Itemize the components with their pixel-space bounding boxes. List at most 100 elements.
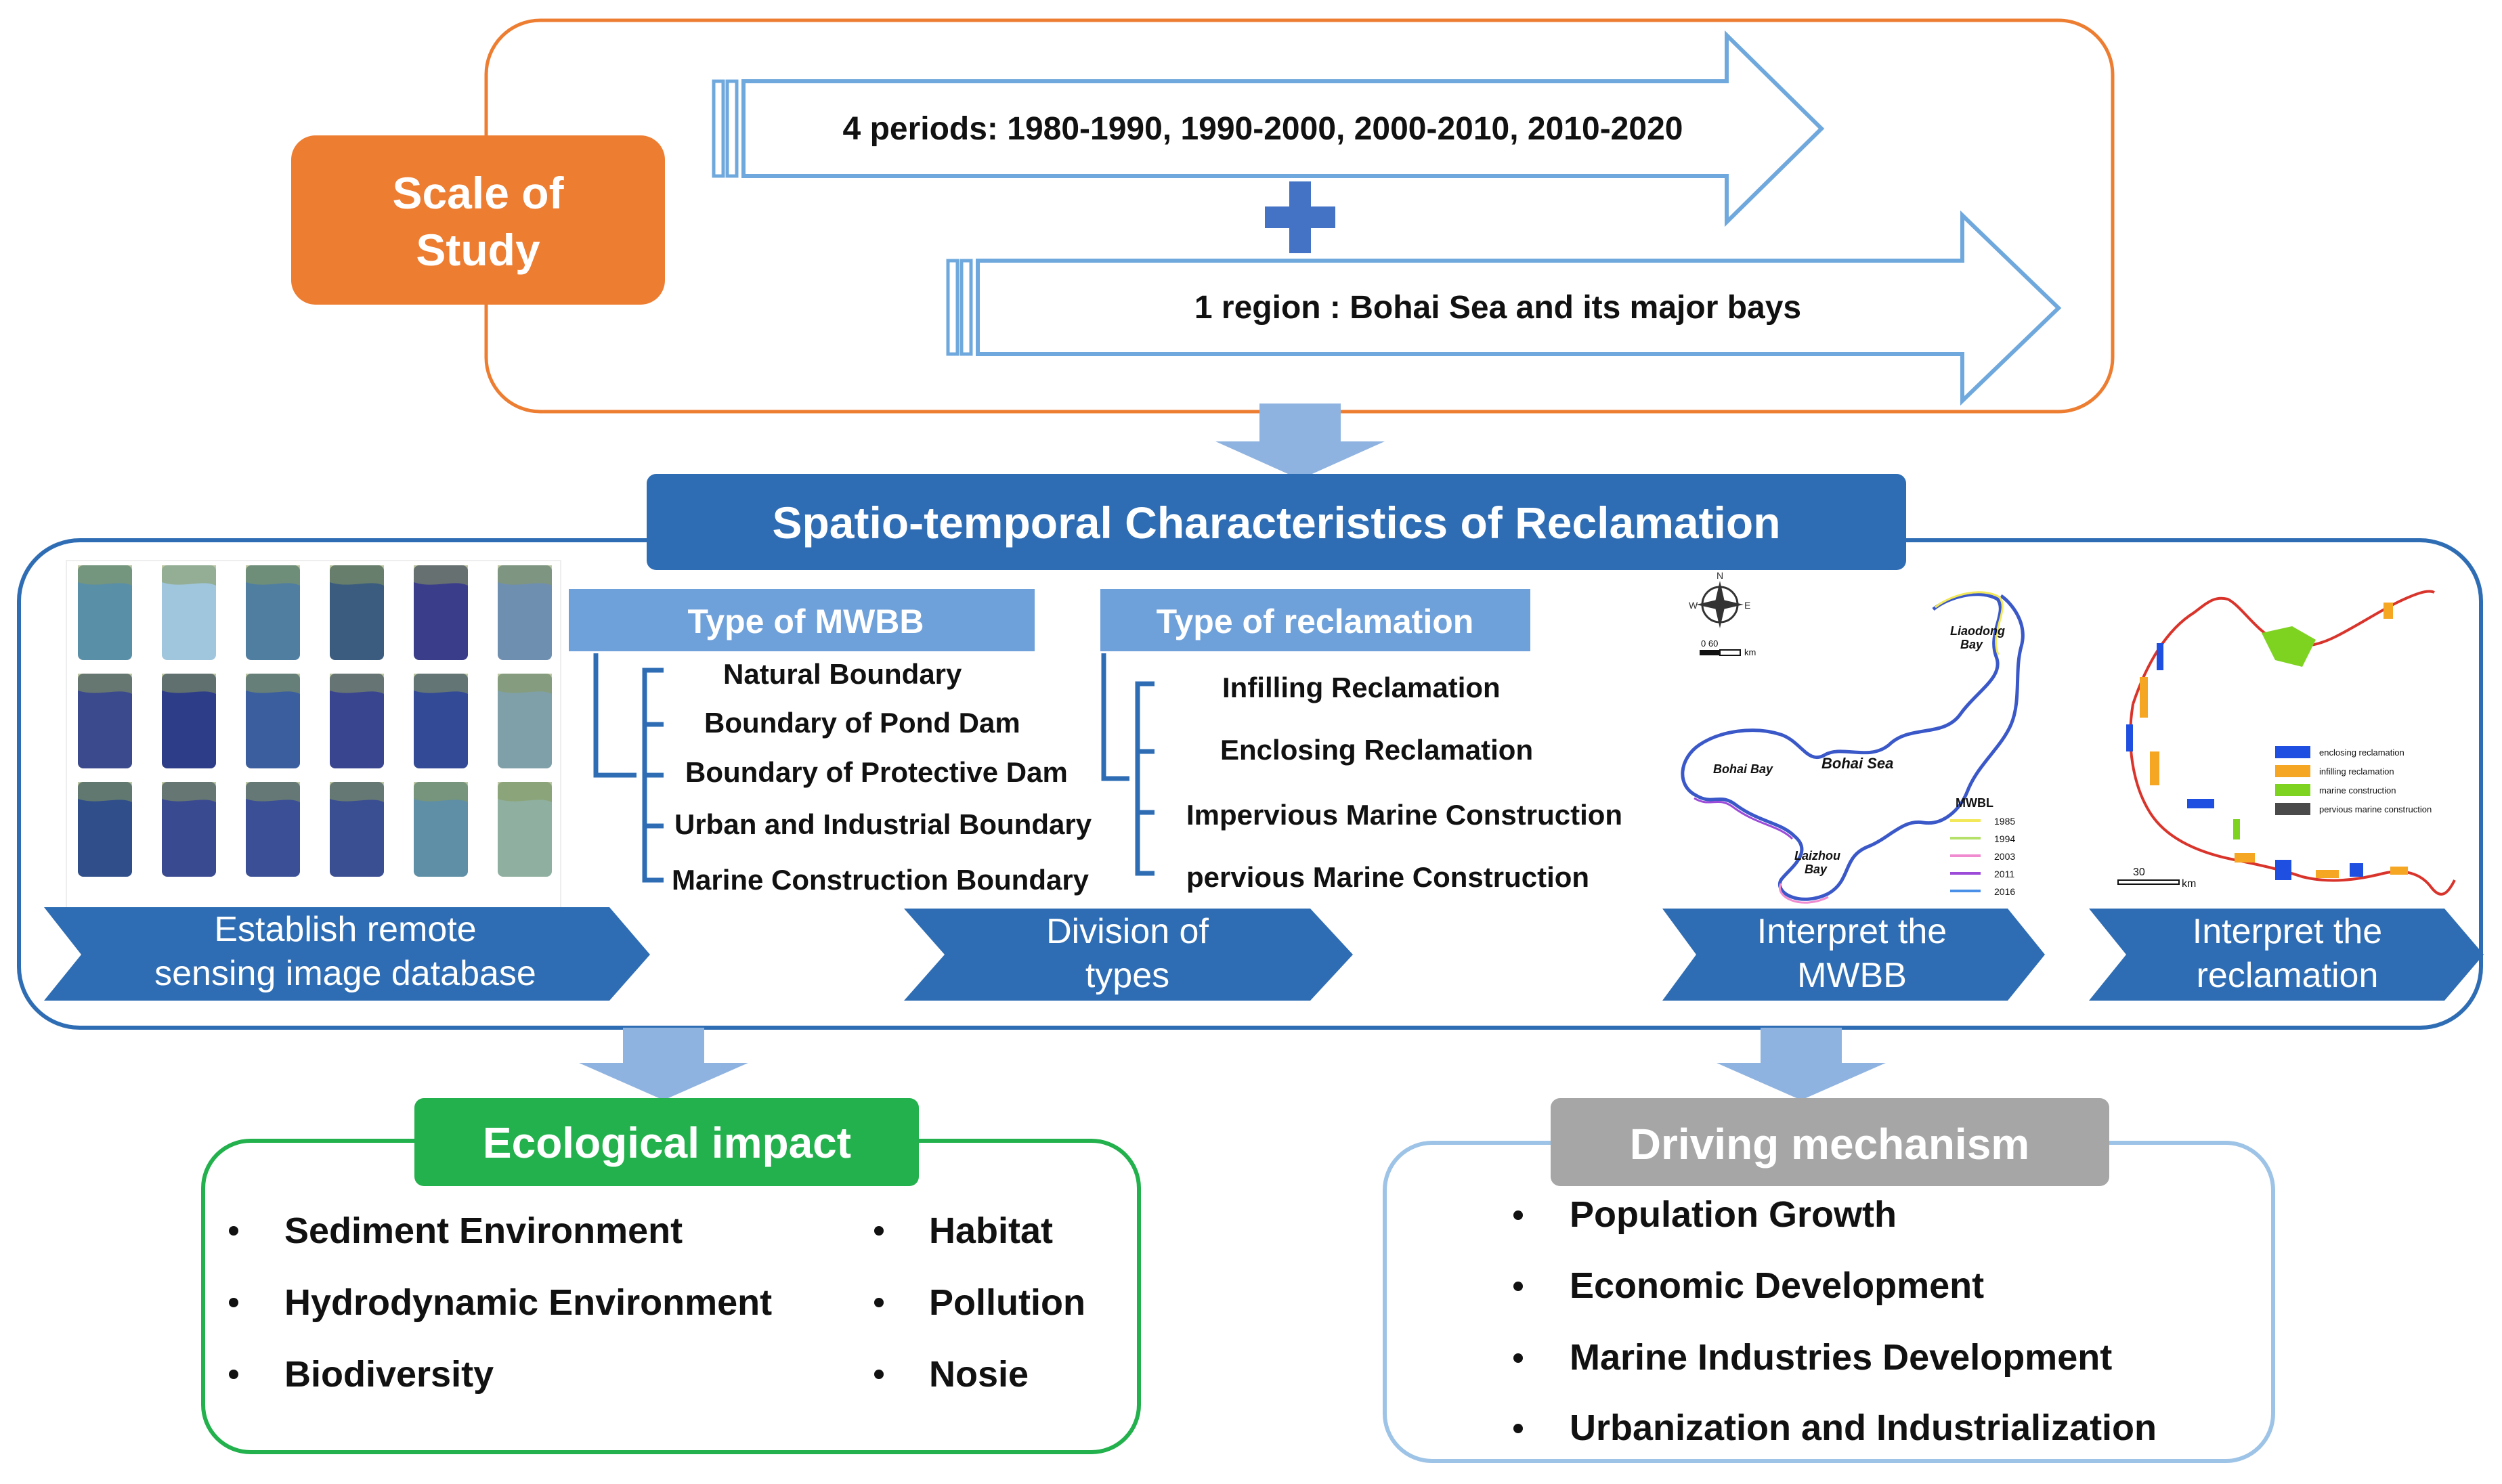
- satellite-thumbnail: [78, 674, 132, 768]
- thumbnail-land: [498, 674, 552, 694]
- mwbb-item-1: Natural Boundary: [723, 658, 962, 690]
- plus-icon: [1265, 181, 1335, 253]
- satellite-thumbnail: [330, 782, 384, 877]
- mwbb-item-4: Urban and Industrial Boundary: [674, 808, 1092, 840]
- step-chevron-2: [904, 909, 1353, 1001]
- mwbb-bracket: [593, 653, 664, 883]
- eco-bullet-6: [874, 1370, 884, 1379]
- satellite-thumbnail: [330, 674, 384, 768]
- step-3-line2: MWBB: [1797, 956, 1907, 995]
- thumbnail-land: [498, 782, 552, 802]
- reclamation-legend-label: enclosing reclamation: [2319, 747, 2404, 758]
- drive-bullet-1: [1513, 1210, 1523, 1220]
- reclamation-item-3: Impervious Marine Construction: [1186, 799, 1622, 831]
- thumbnail-land: [414, 674, 468, 694]
- thumbnail-land: [162, 565, 216, 586]
- eco-item-2: Hydrodynamic Environment: [284, 1282, 772, 1323]
- drive-item-1: Population Growth: [1570, 1194, 1897, 1235]
- thumbnail-land: [78, 674, 132, 694]
- drive-bullet-3: [1513, 1353, 1523, 1363]
- compass-e: E: [1744, 600, 1750, 611]
- thumbnail-land: [78, 565, 132, 586]
- mwbl-legend-year: 2016: [1994, 886, 2015, 897]
- scale-of-study-box: [291, 135, 665, 305]
- satellite-thumbnail: [498, 782, 552, 877]
- map1-liaodong-bay: Bay: [1960, 638, 1983, 651]
- thumbnail-land: [414, 565, 468, 586]
- region-arrow: [946, 210, 2062, 406]
- eco-bullet-5: [874, 1298, 884, 1307]
- compass-w: W: [1689, 600, 1698, 611]
- eco-bullet-2: [229, 1298, 238, 1307]
- step-1-line1: Establish remote: [214, 910, 476, 949]
- eco-item-3: Biodiversity: [284, 1354, 494, 1395]
- reclamation-item-4: pervious Marine Construction: [1186, 861, 1589, 893]
- reclamation-legend-swatch: [2275, 784, 2310, 796]
- map2-scale-unit: km: [2182, 878, 2196, 890]
- eco-item-5: Pollution: [929, 1282, 1085, 1323]
- down-arrow-to-spatio: [1215, 403, 1385, 479]
- satellite-thumbnail: [330, 565, 384, 660]
- map1-legend-title: MWBL: [1956, 796, 1993, 810]
- thumbnail-land: [414, 782, 468, 802]
- reclamation-legend-swatch: [2275, 803, 2310, 815]
- periods-arrow: [712, 30, 1825, 227]
- satellite-thumbnail: [414, 674, 468, 768]
- satellite-thumbnail: [78, 782, 132, 877]
- scale-of-study-label-line1: Scale of: [392, 168, 564, 218]
- step-chevron-4: [2089, 909, 2484, 1001]
- thumbnail-land: [246, 565, 300, 586]
- thumbnail-land: [498, 565, 552, 586]
- map1-laizhou: Laizhou: [1794, 849, 1840, 863]
- thumbnail-backdrop: [66, 560, 561, 909]
- reclamation-legend-label: marine construction: [2319, 785, 2396, 795]
- map1-liaodong: Liaodong: [1950, 624, 2005, 638]
- compass-n: N: [1717, 570, 1723, 581]
- eco-bullet-3: [229, 1370, 238, 1379]
- reclamation-legend-label: pervious marine construction: [2319, 804, 2432, 814]
- satellite-thumbnail: [246, 565, 300, 660]
- step-3-line1: Interpret the: [1757, 912, 1947, 951]
- eco-item-4: Habitat: [929, 1210, 1053, 1251]
- spatio-title-box: [647, 474, 1906, 570]
- map1-bohai-bay: Bohai Bay: [1713, 762, 1773, 776]
- satellite-thumbnail: [162, 674, 216, 768]
- mwbl-legend-year: 2011: [1994, 869, 2014, 879]
- reclamation-legend-swatch: [2275, 765, 2310, 777]
- remote-sensing-thumbnails: [78, 565, 552, 877]
- mwbb-item-5: Marine Construction Boundary: [672, 864, 1090, 896]
- thumbnail-land: [78, 782, 132, 802]
- satellite-thumbnail: [414, 782, 468, 877]
- step-chevron-1: [44, 907, 650, 1001]
- thumbnail-land: [330, 674, 384, 694]
- step-1-line2: sensing image database: [154, 954, 536, 993]
- step-4-line1: Interpret the: [2193, 912, 2382, 951]
- down-arrow-to-ecological: [579, 1028, 748, 1100]
- eco-item-1: Sediment Environment: [284, 1210, 683, 1251]
- map1-scale-unit: km: [1744, 647, 1756, 657]
- satellite-thumbnail: [162, 782, 216, 877]
- spatio-title: Spatio-temporal Characteristics of Recla…: [772, 498, 1780, 548]
- reclamation-bracket: [1101, 653, 1155, 876]
- step-chevron-3: [1662, 909, 2045, 1001]
- eco-item-6: Nosie: [929, 1354, 1029, 1395]
- eco-bullet-4: [874, 1226, 884, 1236]
- ecological-title-box: [414, 1098, 919, 1186]
- satellite-thumbnail: [498, 565, 552, 660]
- thumbnail-land: [330, 565, 384, 586]
- map1-laizhou-bay: Bay: [1805, 863, 1828, 876]
- satellite-thumbnail: [246, 674, 300, 768]
- drive-bullet-2: [1513, 1282, 1523, 1291]
- thumbnail-land: [330, 782, 384, 802]
- mwbl-legend-year: 2003: [1994, 851, 2015, 862]
- step-2-line1: Division of: [1046, 912, 1209, 951]
- reclamation-item-1: Infilling Reclamation: [1222, 672, 1501, 703]
- mwbb-item-2: Boundary of Pond Dam: [704, 707, 1020, 739]
- mwbb-header: Type of MWBB: [687, 603, 924, 640]
- step-4-line2: reclamation: [2197, 956, 2379, 995]
- compass-icon: N W E: [1689, 570, 1750, 628]
- scale-of-study-label-line2: Study: [416, 225, 540, 275]
- map1-scale-nums: 0 60: [1701, 638, 1718, 649]
